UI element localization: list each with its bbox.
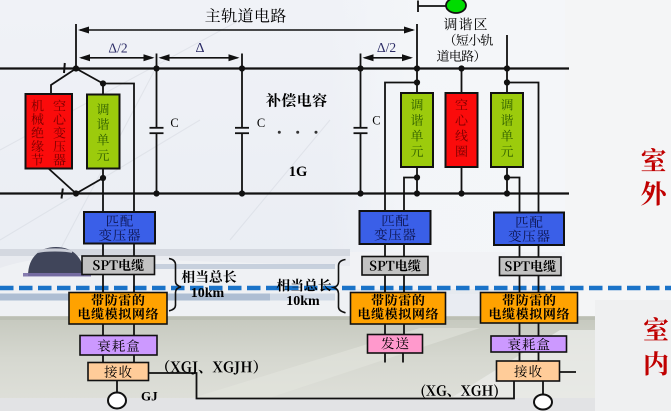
- svg-text:Δ/2: Δ/2: [108, 40, 127, 55]
- svg-text:Δ: Δ: [195, 41, 204, 56]
- svg-text:Δ/2: Δ/2: [377, 40, 396, 55]
- svg-text:10km: 10km: [191, 286, 225, 301]
- svg-text:C: C: [257, 116, 265, 130]
- svg-text:C: C: [372, 114, 380, 128]
- svg-text:GJ: GJ: [141, 388, 158, 403]
- svg-text:C: C: [170, 116, 178, 130]
- svg-text:1G: 1G: [289, 164, 308, 180]
- svg-text:10km: 10km: [286, 294, 320, 309]
